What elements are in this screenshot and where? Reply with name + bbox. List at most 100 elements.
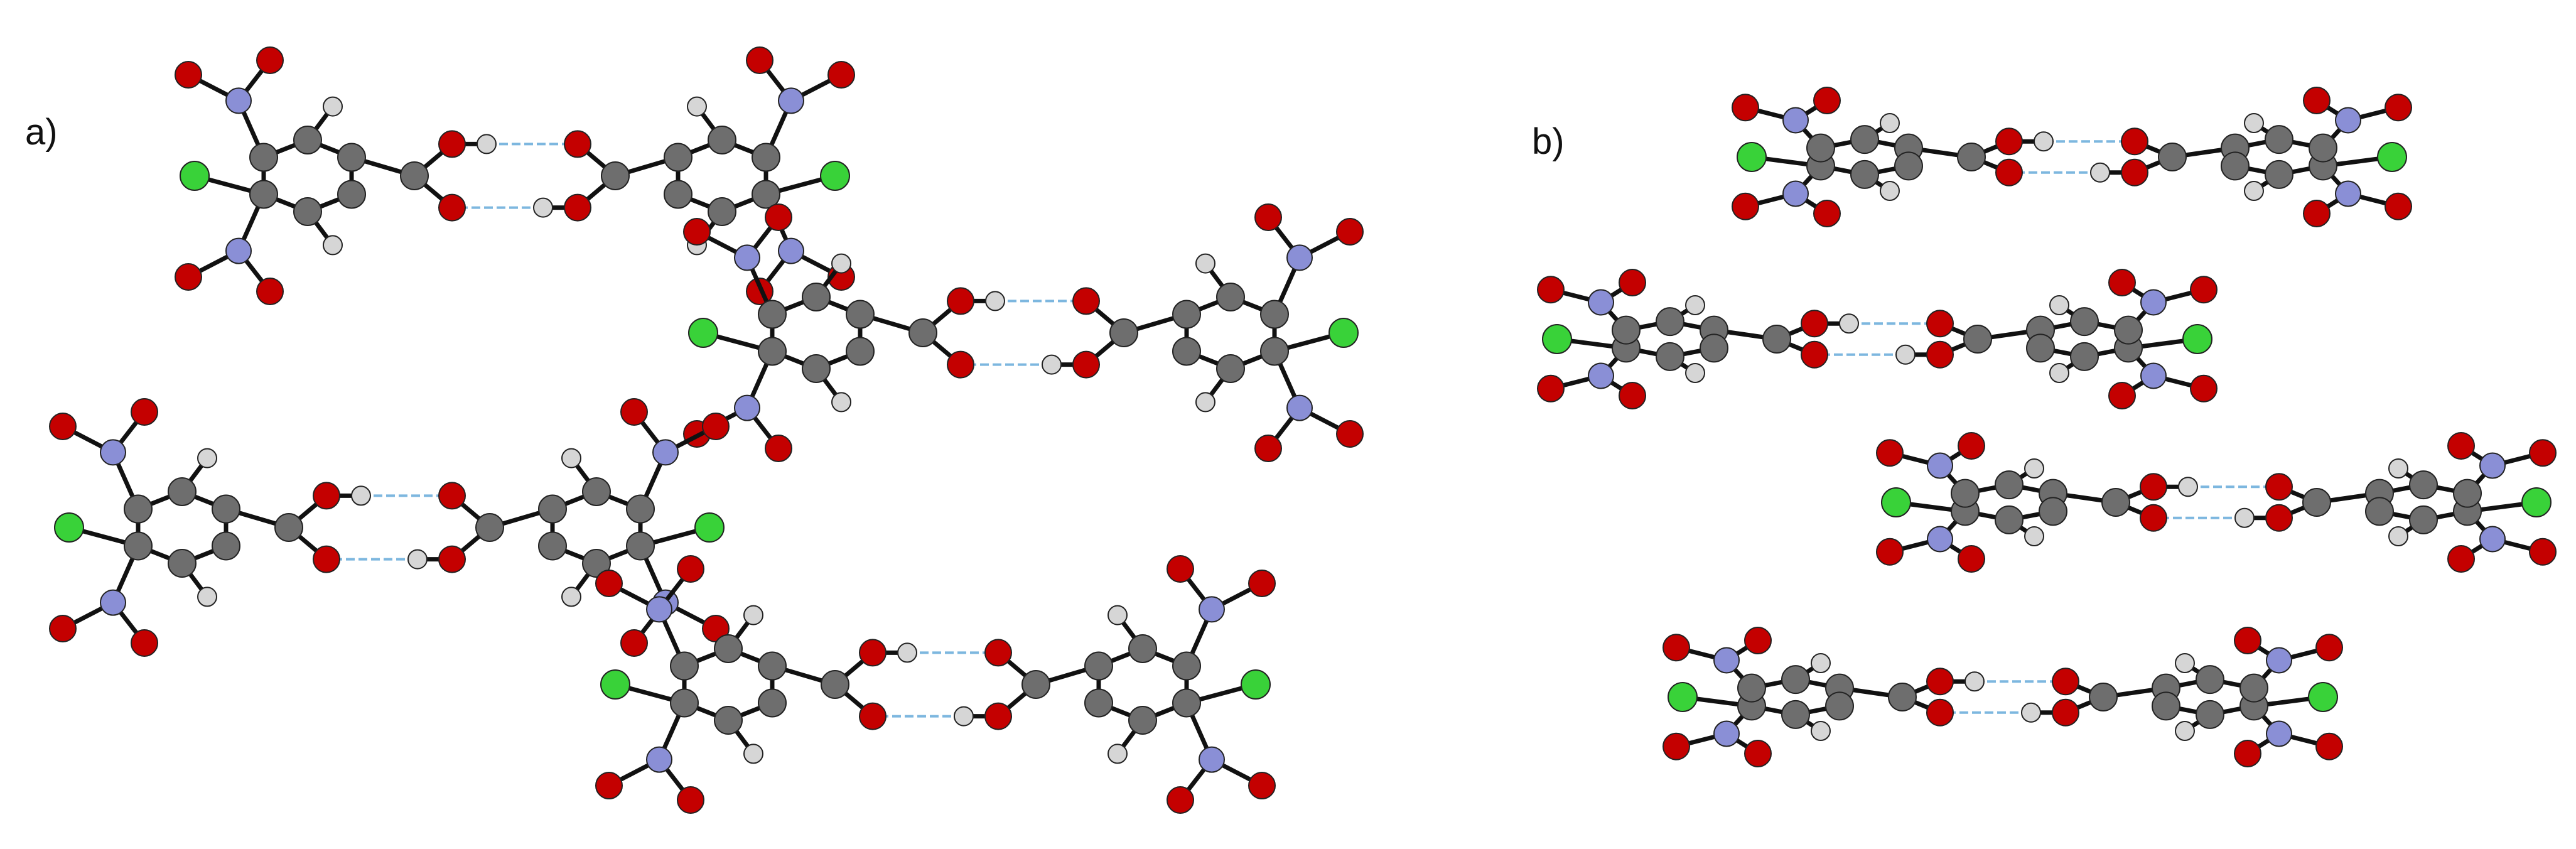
nitrogen-atom [2335,180,2361,207]
carbon-atom [626,531,655,561]
oxygen-atom [765,203,792,231]
chlorine-atom [694,512,725,543]
carbon-atom [1850,160,1879,189]
oxygen-atom [2190,374,2218,403]
carbon-atom [802,354,831,384]
oxygen-atom [1744,627,1772,654]
oxygen-atom [1744,740,1772,767]
carbon-atom [538,494,567,524]
oxygen-atom [827,61,855,89]
oxygen-atom [2234,740,2261,767]
carbon-atom [1612,315,1641,345]
atoms [49,398,730,657]
oxygen-atom [1663,732,1690,760]
hydrogen-atom [1839,313,1859,334]
bond-lines [1674,638,2332,756]
oxygen-atom [1254,203,1282,231]
carbon-atom [908,318,937,347]
carbon-atom [752,180,780,209]
hydrogen-atom [1042,354,1062,375]
carbon-atom [124,531,153,561]
hydrogen-atom [2034,131,2054,152]
hydrogen-atom [1685,295,1705,315]
hydrogen-bonds [2153,485,2279,519]
oxygen-atom [947,287,974,315]
carbon-atom [538,531,567,561]
hydrogen-atom [831,392,851,413]
oxygen-atom [984,702,1012,730]
chlorine-atom [1737,142,1767,172]
hydrogen-atom [2244,181,2264,201]
carbon-atom [1762,325,1791,354]
chlorine-atom [1542,324,1572,354]
nitrogen-atom [100,439,126,466]
oxygen-atom [256,278,284,305]
oxygen-atom [2265,504,2293,532]
carbon-atom [1084,688,1113,718]
oxygen-atom [2052,668,2079,696]
chlorine-atom [180,161,210,191]
carbon-atom [2302,488,2331,517]
carbon-atom [582,477,611,506]
carbon-atom [708,197,736,227]
oxygen-atom [595,772,623,799]
carbon-atom [1995,470,2024,500]
hydrogen-bonds [326,494,452,561]
hydrogen-atom [1895,344,1916,365]
carbon-atom [2101,488,2130,517]
oxygen-atom [1248,570,1276,597]
chlorine-atom [2521,487,2552,517]
oxygen-atom [1167,786,1194,814]
hydrogen-atom [2234,507,2255,528]
oxygen-atom [2385,192,2412,220]
nitrogen-atom [734,244,760,271]
panel-a [49,46,1364,814]
carbon-atom [124,494,153,524]
hydrogen-atom [1880,113,1900,133]
oxygen-atom [620,629,648,657]
oxygen-atom [313,482,340,510]
hydrogen-atom [2244,113,2264,133]
oxygen-atom [49,615,77,642]
carbon-atom [2070,342,2099,371]
oxygen-atom [2447,545,2475,573]
oxygen-atom [2315,732,2343,760]
oxygen-atom [2190,276,2218,304]
hydrogen-atom [2388,526,2408,546]
oxygen-atom [702,413,730,440]
carbon-atom [2409,470,2438,500]
carbon-atom [1806,133,1835,163]
carbon-atom [2239,673,2268,703]
oxygen-atom [1813,87,1841,114]
hydrogen-atom [407,549,428,570]
oxygen-atom [1801,340,1828,369]
hydrogen-atom [1964,671,1985,692]
hydrogen-atom [1195,392,1215,413]
carbon-atom [2158,143,2187,171]
carbon-atom [168,549,197,578]
carbon-atom [1128,706,1157,735]
oxygen-atom [1537,374,1565,403]
oxygen-atom [2121,158,2148,187]
atoms [1537,269,2218,409]
chlorine-atom [820,161,850,191]
oxygen-atom [2265,473,2293,501]
hydrogen-atom [1107,744,1128,764]
carbon-atom [2089,683,2118,711]
oxygen-atom [1537,276,1565,304]
carbon-atom [846,337,875,366]
molecule-dimer [683,203,1364,462]
carbon-atom [1781,665,1810,695]
panel-b-label: b) [1532,121,1565,162]
carbon-atom [2309,133,2337,163]
carbon-atom [752,143,780,172]
oxygen-atom [1926,340,1954,369]
carbon-atom [1172,688,1201,718]
carbon-atom [626,494,655,524]
carbon-atom [1109,318,1138,347]
nitrogen-atom [652,439,679,466]
carbon-atom [821,670,849,699]
oxygen-atom [1801,310,1828,338]
oxygen-atom [49,413,77,440]
oxygen-atom [564,130,591,158]
